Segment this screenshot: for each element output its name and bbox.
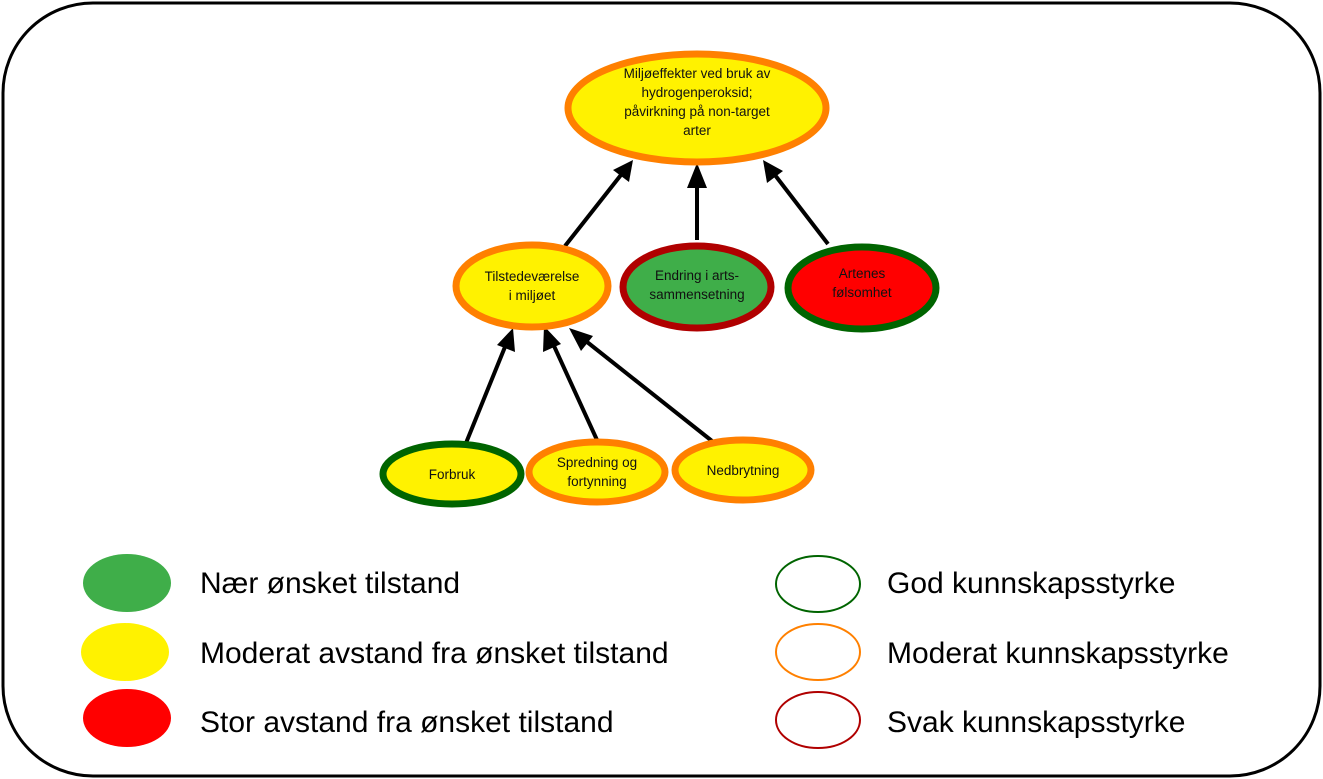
- legend-knowledge: God kunnskapsstyrke Moderat kunnskapssty…: [775, 555, 1229, 749]
- svg-text:Forbruk: Forbruk: [429, 467, 476, 482]
- legend-outline-orange: [775, 623, 861, 681]
- legend-swatch-green: [83, 554, 171, 612]
- legend-outline-green: [775, 555, 861, 613]
- legend-label: Svak kunnskapsstyrke: [887, 706, 1185, 739]
- legend-label: Moderat kunnskapsstyrke: [887, 637, 1229, 670]
- arrowhead-icon: [687, 163, 707, 188]
- arrow-spredning-to-tilstede: [547, 334, 599, 441]
- legend-swatch-red: [83, 689, 171, 747]
- arrowhead-icon: [543, 326, 561, 352]
- svg-text:Endring i arts-sammensetning: Endring i arts-sammensetning: [649, 268, 744, 302]
- svg-text:Nedbrytning: Nedbrytning: [707, 463, 780, 478]
- legend-outline-red: [775, 691, 861, 749]
- arrowhead-icon: [613, 160, 633, 182]
- legend-label: Nær ønsket tilstand: [200, 567, 460, 600]
- arrowhead-icon: [497, 328, 515, 352]
- node-nedbrytning: Nedbrytning: [671, 436, 815, 504]
- node-endring: Endring i arts-sammensetning: [619, 242, 775, 332]
- legend-swatch-yellow: [81, 623, 169, 681]
- legend-label: Stor avstand fra ønsket tilstand: [200, 706, 614, 739]
- legend-label: God kunnskapsstyrke: [887, 567, 1175, 600]
- arrow-artenes-to-root: [766, 164, 830, 246]
- arrowhead-icon: [569, 328, 593, 351]
- node-forbruk: Forbruk: [379, 440, 525, 508]
- legend-label: Moderat avstand fra ønsket tilstand: [200, 637, 669, 670]
- arrow-tilstede-to-root: [563, 164, 630, 248]
- arrow-forbruk-to-tilstede: [464, 336, 511, 444]
- arrow-nedbrytning-to-tilstede: [575, 332, 714, 443]
- arrowhead-icon: [763, 160, 783, 183]
- legend-state: Nær ønsket tilstand Moderat avstand fra …: [81, 554, 669, 747]
